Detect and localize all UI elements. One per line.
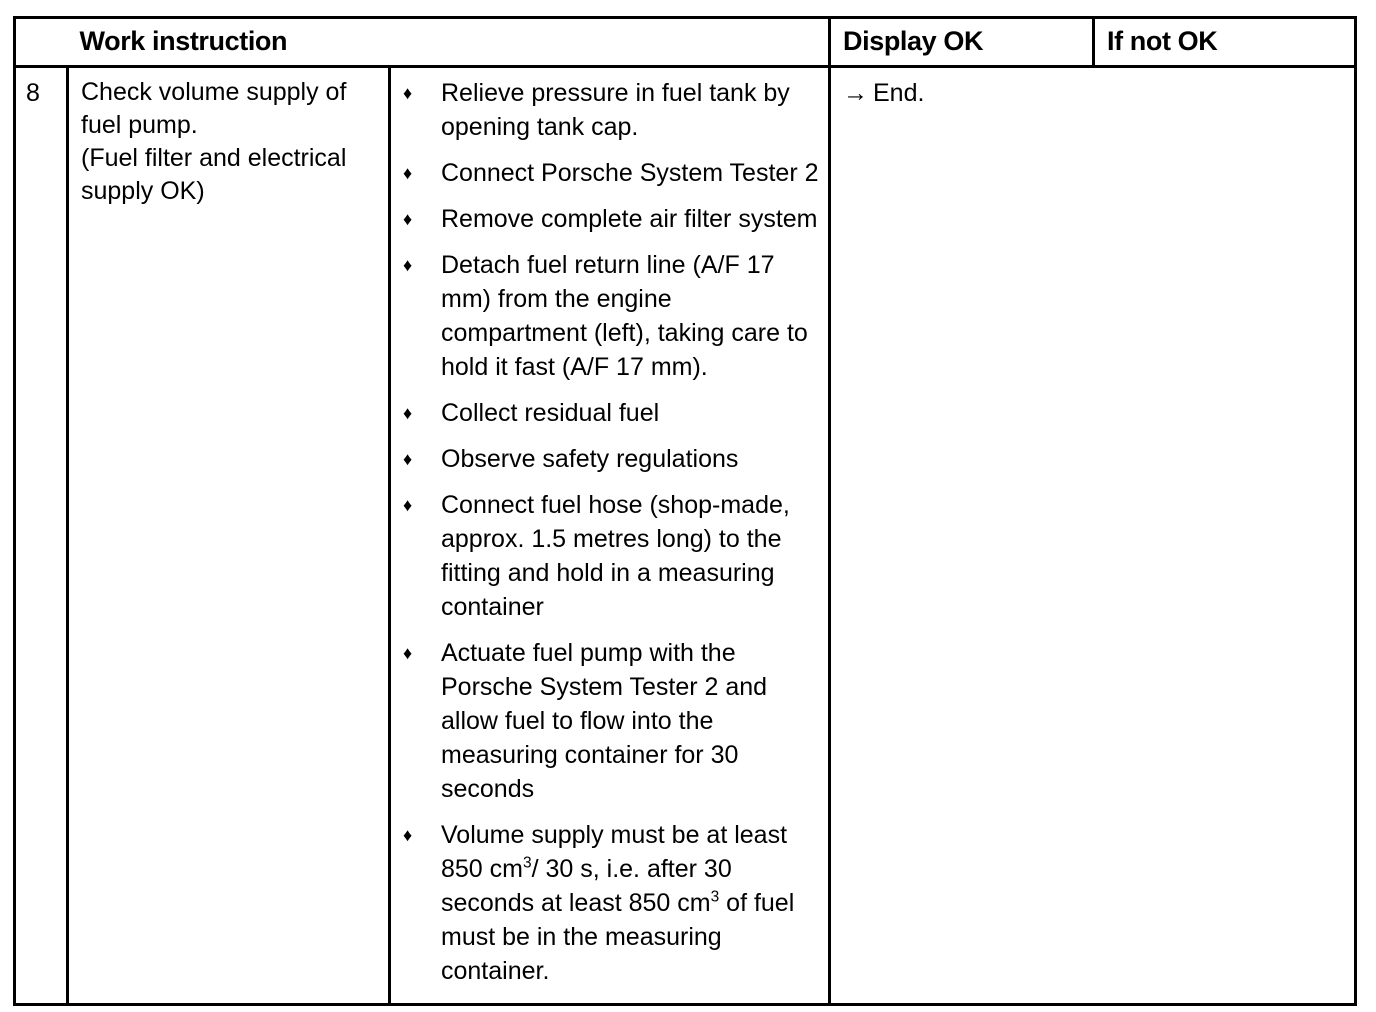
- display-ok-text: End.: [873, 79, 925, 107]
- step-bullet-item: ♦ Remove complete air filter system: [395, 202, 822, 236]
- diamond-bullet-icon: ♦: [403, 83, 413, 103]
- step-bullet-text: Detach fuel return line (A/F 17 mm) from…: [441, 251, 808, 381]
- diamond-bullet-icon: ♦: [403, 825, 413, 845]
- step-bullet-text: Volume supply must be at least 850 cm3/ …: [441, 821, 795, 985]
- header-label-work-instruction: Work instruction: [79, 26, 288, 56]
- cell-step-list: ♦ Relieve pressure in fuel tank by openin…: [388, 66, 830, 1006]
- diamond-bullet-icon: ♦: [403, 255, 413, 275]
- right-arrow-icon: →: [843, 79, 868, 107]
- header-cell-step-number: [13, 16, 68, 68]
- header-cell-work-instruction: Work instruction: [67, 16, 390, 68]
- step-bullet-text: Remove complete air filter system: [441, 205, 818, 233]
- step-bullet-item: ♦ Relieve pressure in fuel tank by openin…: [395, 76, 822, 144]
- header-cell-display-ok: Display OK: [828, 16, 1094, 68]
- cell-if-not-ok: [1093, 66, 1357, 1006]
- table-row: 8 Check volume supply of fuel pump. (Fue…: [13, 66, 1357, 1006]
- step-bullet-item: ♦ Observe safety regulations: [395, 442, 822, 476]
- cell-step-number: 8: [13, 66, 68, 1006]
- step-bullet-item: ♦ Connect fuel hose (shop-made, approx. 1…: [395, 488, 822, 624]
- step-bullet-text: Collect residual fuel: [441, 399, 660, 427]
- table-header-row: Work instruction Display OK If not OK: [13, 16, 1357, 68]
- diamond-bullet-icon: ♦: [403, 209, 413, 229]
- step-list-container: ♦ Relieve pressure in fuel tank by openin…: [391, 68, 828, 988]
- step-number: 8: [26, 79, 40, 107]
- header-label-if-not-ok: If not OK: [1107, 26, 1218, 56]
- diamond-bullet-icon: ♦: [403, 163, 413, 183]
- step-bullet-item: ♦ Detach fuel return line (A/F 17 mm) fro…: [395, 248, 822, 384]
- superscript: 3: [710, 888, 720, 906]
- cell-display-ok: →End.: [828, 66, 1094, 1006]
- task-text: Check volume supply of fuel pump. (Fuel …: [81, 78, 347, 205]
- diamond-bullet-icon: ♦: [403, 403, 413, 423]
- display-ok-value: →End.: [831, 68, 1094, 110]
- diamond-bullet-icon: ♦: [403, 643, 413, 663]
- header-label-display-ok: Display OK: [843, 26, 984, 56]
- step-bullet-item: ♦ Connect Porsche System Tester 2: [395, 156, 822, 190]
- step-bullet-text: Connect fuel hose (shop-made, approx. 1.…: [441, 491, 790, 621]
- step-bullet-text: Relieve pressure in fuel tank by opening…: [441, 79, 790, 141]
- step-bullet-text: Observe safety regulations: [441, 445, 739, 473]
- step-bullet-item: ♦ Collect residual fuel: [395, 396, 822, 430]
- header-cell-steps: [389, 16, 830, 68]
- task-description: Check volume supply of fuel pump. (Fuel …: [69, 68, 388, 208]
- diamond-bullet-icon: ♦: [403, 449, 413, 469]
- diamond-bullet-icon: ♦: [403, 495, 413, 515]
- header-cell-if-not-ok: If not OK: [1092, 16, 1357, 68]
- step-bullet-text: Connect Porsche System Tester 2: [441, 159, 819, 187]
- if-not-ok-value: [1094, 68, 1355, 76]
- step-bullet-list: ♦ Relieve pressure in fuel tank by openin…: [395, 76, 822, 988]
- step-bullet-item: ♦ Volume supply must be at least 850 cm3/…: [395, 818, 822, 988]
- step-bullet-text: Actuate fuel pump with the Porsche Syste…: [441, 639, 768, 803]
- step-bullet-item: ♦ Actuate fuel pump with the Porsche Syst…: [395, 636, 822, 806]
- cell-task-description: Check volume supply of fuel pump. (Fuel …: [66, 66, 390, 1006]
- work-instruction-table: Work instruction Display OK If not OK 8: [13, 16, 1357, 1006]
- superscript: 3: [522, 854, 532, 872]
